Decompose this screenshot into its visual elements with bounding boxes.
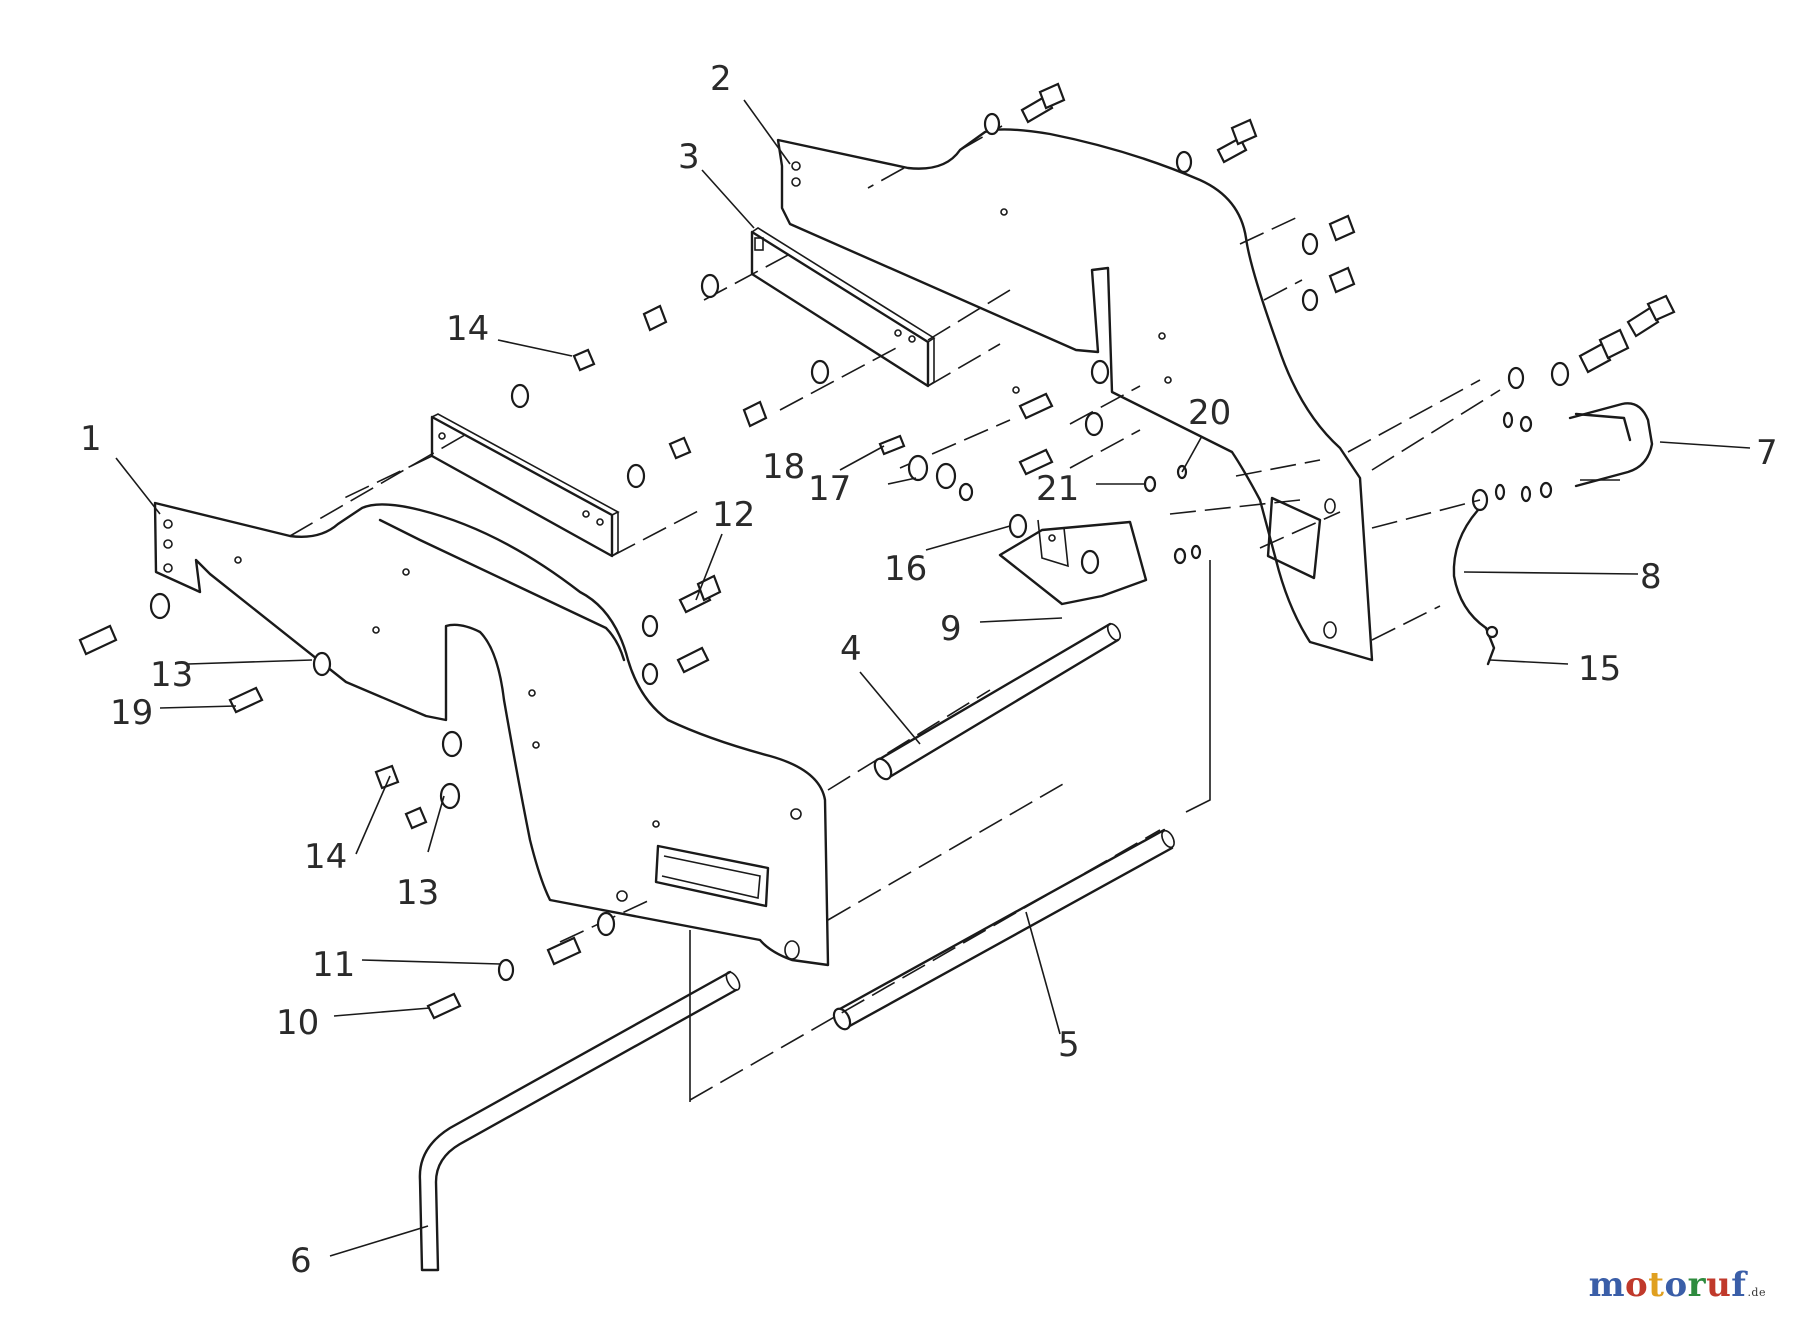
- label-6: 6: [290, 1241, 312, 1281]
- side-plate-front: [153, 501, 830, 967]
- label-13b: 13: [396, 873, 439, 913]
- u-pin: [1568, 402, 1654, 488]
- callout-labels: 1 2 3 4 5 6 7 8 9 10 11 12 13 13 14 14 1…: [80, 59, 1778, 1281]
- watermark-letter: o: [1625, 1265, 1649, 1305]
- label-10: 10: [276, 1003, 319, 1043]
- bracket-plate-front: [430, 413, 620, 558]
- label-3: 3: [678, 137, 700, 177]
- label-17: 17: [808, 469, 851, 509]
- label-2: 2: [710, 59, 732, 99]
- bracket-plate-rear: [750, 227, 936, 388]
- label-5: 5: [1058, 1025, 1080, 1065]
- label-21: 21: [1036, 469, 1079, 509]
- hardware: [78, 82, 1676, 1020]
- label-14a: 14: [446, 309, 489, 349]
- label-4: 4: [840, 629, 862, 669]
- label-19: 19: [110, 693, 153, 733]
- handle-rod: [418, 970, 741, 1272]
- lanyard-cable: [1452, 488, 1499, 666]
- watermark-letter: f: [1731, 1265, 1747, 1305]
- label-9: 9: [940, 609, 962, 649]
- watermark-letter: o: [1664, 1265, 1688, 1305]
- label-11: 11: [312, 945, 355, 985]
- label-13a: 13: [150, 655, 193, 695]
- tube-short: [873, 622, 1122, 781]
- tube-long: [832, 828, 1175, 1031]
- label-12: 12: [712, 495, 755, 535]
- watermark-letter: r: [1687, 1265, 1707, 1305]
- label-18: 18: [762, 447, 805, 487]
- label-15: 15: [1578, 649, 1621, 689]
- leader-lines: [115, 99, 1751, 1257]
- side-plate-rear: [776, 128, 1374, 662]
- watermark-suffix: .de: [1747, 1286, 1766, 1299]
- watermark-letter: u: [1706, 1265, 1732, 1305]
- label-16: 16: [884, 549, 927, 589]
- watermark-letter: m: [1588, 1265, 1626, 1305]
- label-14b: 14: [304, 837, 347, 877]
- watermark-letter: t: [1648, 1265, 1665, 1305]
- label-8: 8: [1640, 557, 1662, 597]
- small-bracket: [998, 519, 1148, 606]
- brand-watermark: motoruf.de: [1589, 1265, 1766, 1305]
- label-1: 1: [80, 419, 102, 459]
- label-20: 20: [1188, 393, 1231, 433]
- assembly-lines: [289, 125, 1501, 1102]
- label-7: 7: [1756, 433, 1778, 473]
